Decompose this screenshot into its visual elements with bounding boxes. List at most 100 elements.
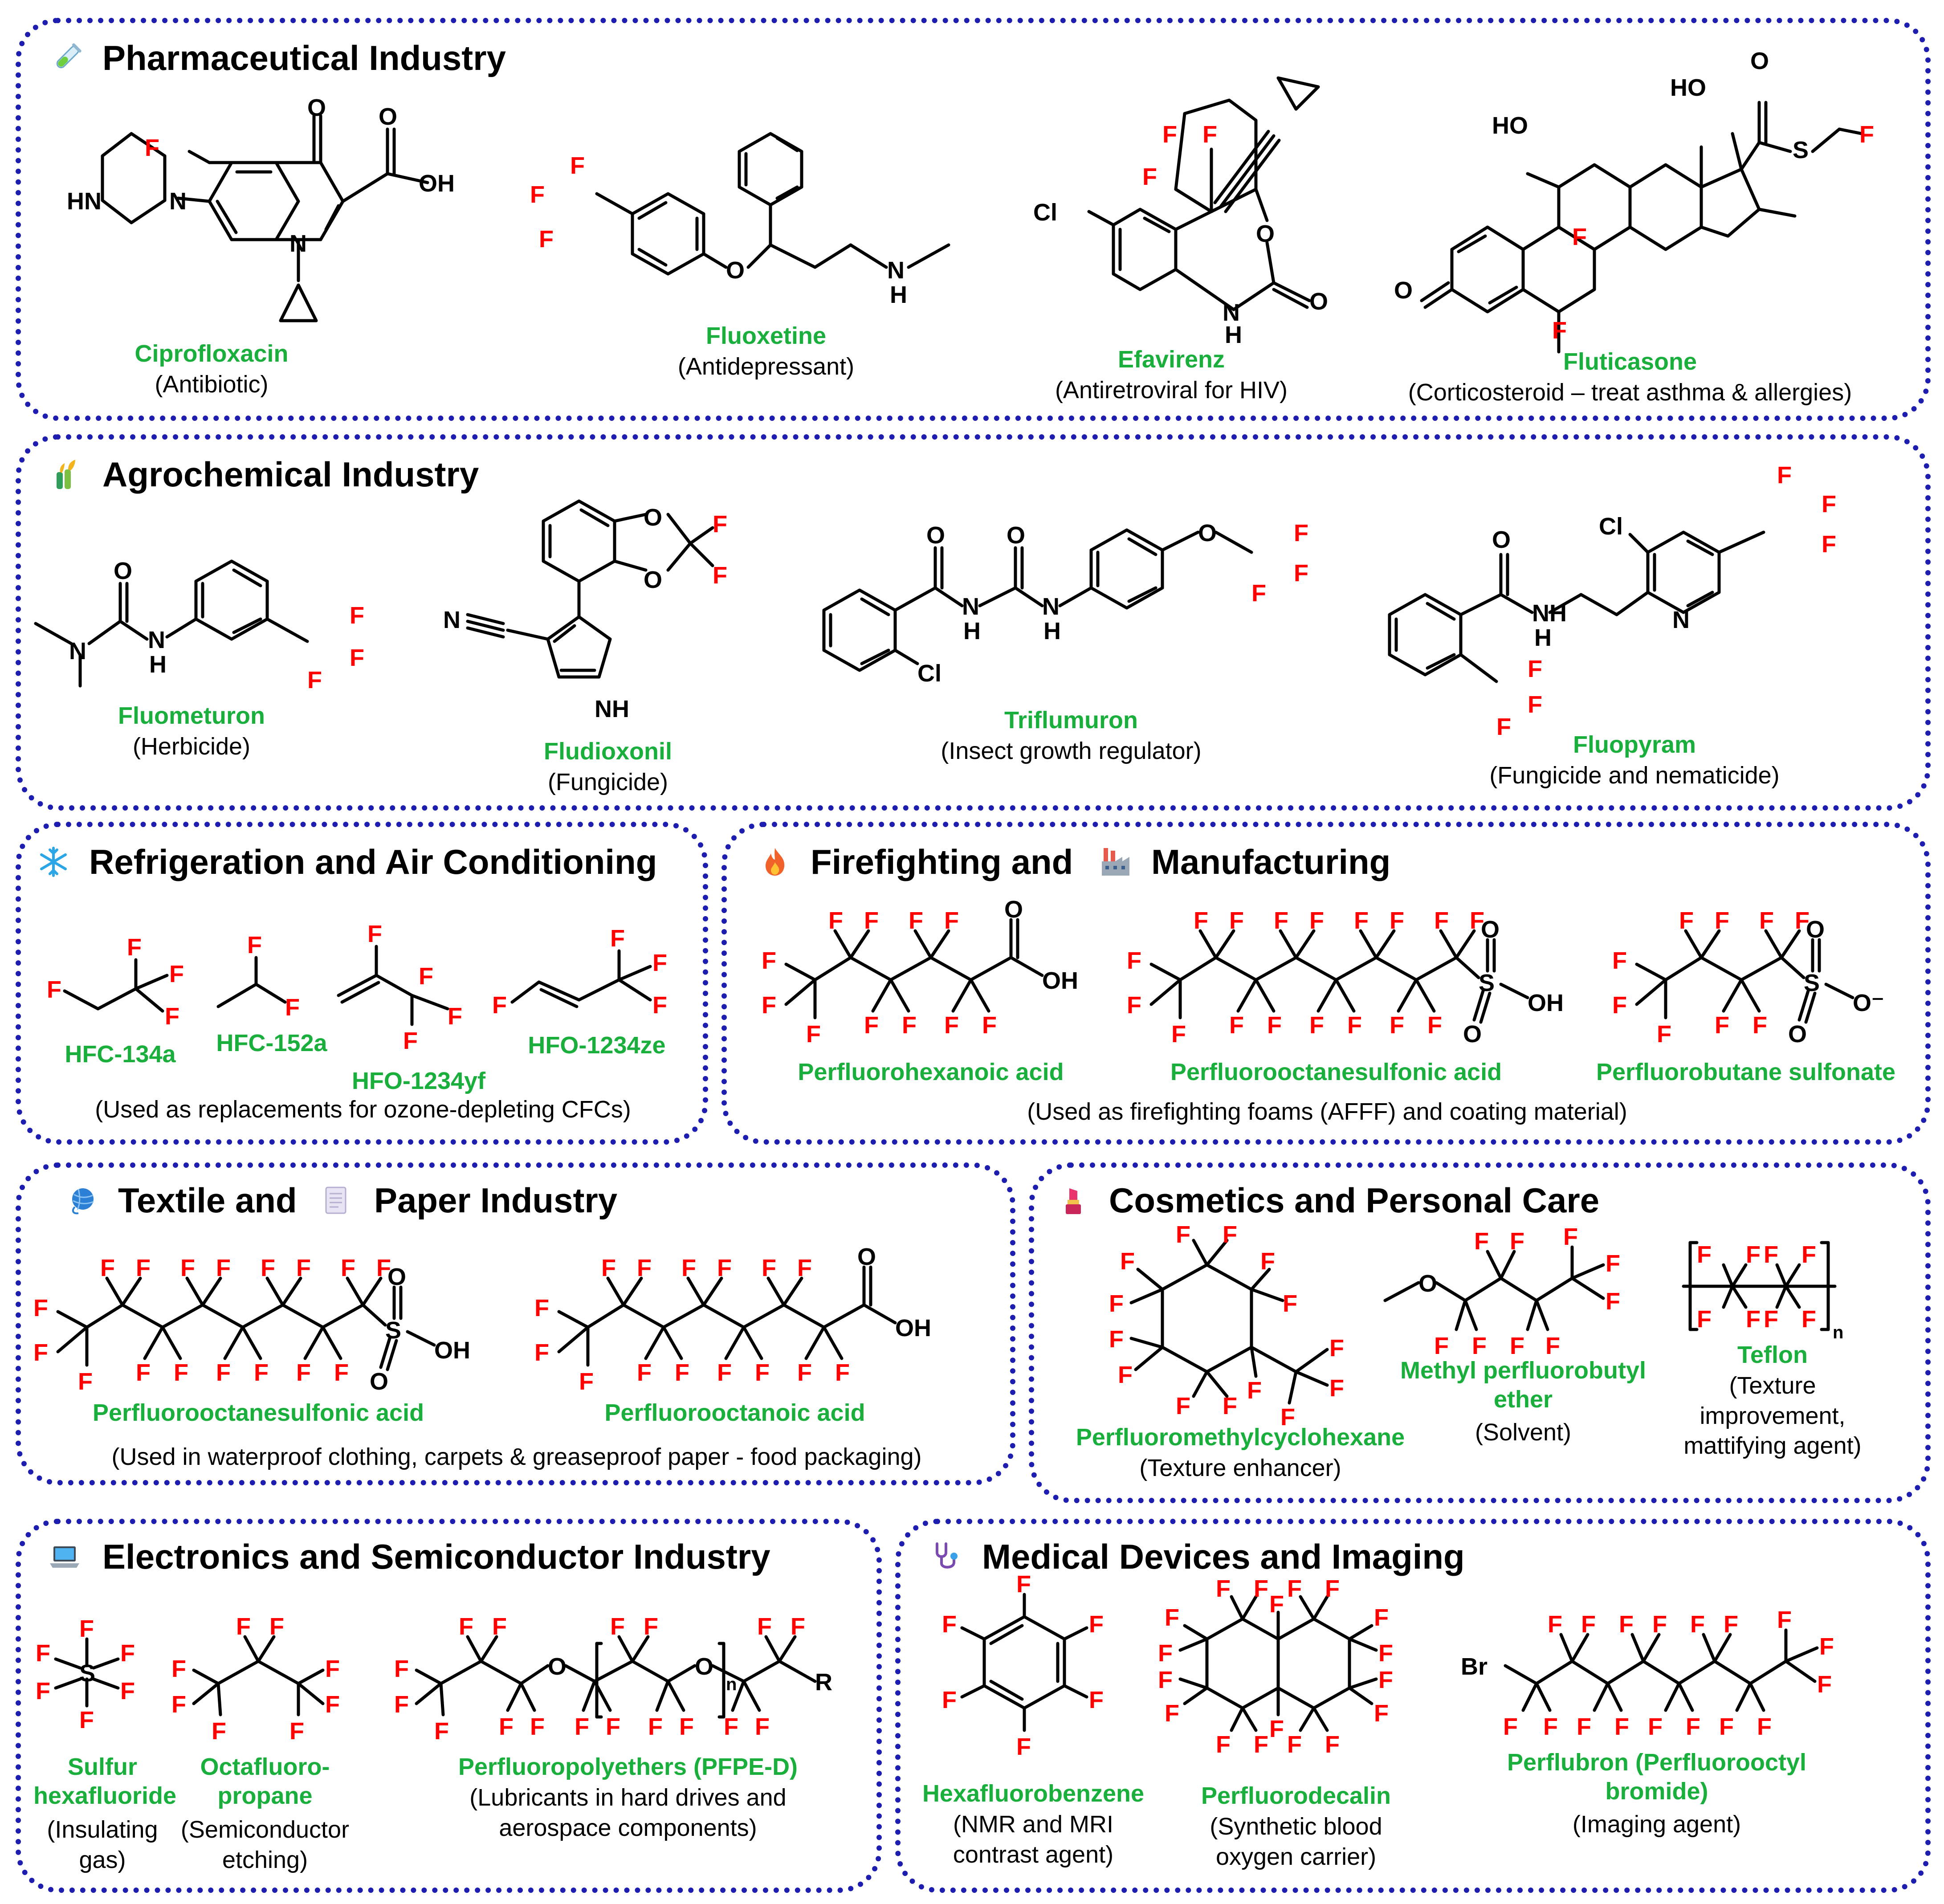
svg-text:F: F — [1563, 1223, 1578, 1250]
svg-text:F: F — [1528, 691, 1542, 718]
svg-text:n: n — [726, 1675, 737, 1694]
svg-text:O: O — [644, 567, 662, 593]
molecule-hfc-152a: F F — [209, 917, 325, 1024]
fire-icon — [766, 848, 785, 876]
svg-text:F: F — [1822, 491, 1836, 518]
svg-text:O: O — [857, 1244, 876, 1270]
svg-text:F: F — [499, 1713, 514, 1740]
panel-title: Pharmaceutical Industry — [102, 38, 506, 77]
svg-text:F: F — [1374, 1604, 1389, 1631]
svg-text:F: F — [145, 135, 159, 161]
svg-text:F: F — [1374, 1700, 1389, 1727]
svg-text:OH: OH — [1528, 990, 1564, 1016]
molecule-hfc-134a: F F F F — [47, 917, 198, 1051]
panel-title: Manufacturing — [1151, 842, 1391, 881]
svg-text:F: F — [1229, 907, 1244, 934]
svg-text:F: F — [1614, 1713, 1629, 1740]
svg-text:F: F — [762, 947, 776, 974]
svg-text:F: F — [492, 1613, 507, 1640]
svg-text:O: O — [1309, 288, 1328, 315]
svg-text:F: F — [1470, 907, 1484, 934]
svg-text:F: F — [1247, 1377, 1262, 1404]
svg-text:F: F — [539, 226, 554, 253]
compound-name: Efavirenz — [1117, 346, 1225, 373]
compound-name: HFC-134a — [65, 1041, 176, 1068]
svg-text:F: F — [1118, 1362, 1133, 1388]
svg-text:O: O — [1481, 916, 1500, 943]
svg-text:F: F — [307, 667, 322, 693]
panel-title: Paper Industry — [374, 1181, 618, 1220]
svg-text:O: O — [379, 103, 397, 130]
svg-text:F: F — [1612, 992, 1627, 1019]
svg-text:F: F — [216, 1255, 231, 1281]
svg-text:F: F — [717, 1359, 732, 1386]
compound-description: (Fungicide and nematicide) — [1489, 762, 1780, 789]
svg-text:O: O — [1492, 526, 1511, 553]
compound-name: Perfluoromethylcyclohexane — [1076, 1424, 1405, 1451]
panel-firefighting — [721, 822, 1931, 1145]
svg-text:S: S — [385, 1317, 401, 1344]
svg-text:OH: OH — [1042, 967, 1078, 994]
svg-text:F: F — [1859, 121, 1874, 148]
svg-text:F: F — [1162, 121, 1177, 148]
compound-name: Perfluorooctanoic acid — [604, 1399, 865, 1426]
svg-text:F: F — [1329, 1375, 1344, 1402]
svg-text:F: F — [1795, 907, 1810, 934]
panel-electronics — [16, 1519, 882, 1893]
svg-text:F: F — [1254, 1575, 1268, 1602]
svg-text:F: F — [637, 1255, 652, 1281]
svg-text:F: F — [403, 1027, 418, 1054]
compound-description: (Fungicide) — [547, 769, 668, 795]
svg-text:F: F — [79, 1615, 94, 1642]
svg-text:F: F — [1202, 121, 1217, 148]
molecule-efavirenz: F F F Cl O O N H — [1024, 42, 1345, 348]
svg-text:F: F — [1503, 1713, 1518, 1740]
svg-text:F: F — [637, 1359, 652, 1386]
compound-name: Perfluorooctanesulfonic acid — [92, 1399, 424, 1426]
svg-text:F: F — [350, 602, 364, 629]
svg-text:F: F — [394, 1655, 409, 1682]
svg-text:OH: OH — [419, 170, 455, 197]
svg-text:F: F — [1606, 1250, 1620, 1277]
svg-text:F: F — [1679, 907, 1694, 934]
molecule-hfo-1234ze: F F F F — [490, 917, 681, 1033]
svg-text:F: F — [1715, 907, 1729, 934]
compound-name: Perfluoropolyethers (PFPE-D) — [458, 1753, 798, 1780]
svg-text:F: F — [1216, 1575, 1231, 1602]
svg-text:F: F — [534, 1339, 549, 1366]
compound-name: Perfluorooctanesulfonic acid — [1170, 1059, 1502, 1085]
svg-text:F: F — [459, 1613, 473, 1640]
svg-text:F: F — [942, 1611, 957, 1638]
panel-cosmetics — [1029, 1162, 1931, 1503]
svg-text:F: F — [174, 1359, 188, 1386]
svg-text:F: F — [755, 1713, 770, 1740]
svg-text:O: O — [307, 94, 326, 121]
svg-text:HO: HO — [1492, 112, 1528, 139]
svg-text:F: F — [216, 1359, 231, 1386]
svg-text:F: F — [534, 1295, 549, 1321]
svg-text:F: F — [289, 1718, 304, 1745]
svg-text:F: F — [1434, 1333, 1449, 1359]
svg-text:F: F — [285, 994, 300, 1021]
svg-text:F: F — [1325, 1731, 1340, 1758]
svg-text:F: F — [679, 1713, 694, 1740]
svg-text:O: O — [370, 1368, 388, 1395]
test-tube-icon — [56, 43, 82, 69]
svg-text:F: F — [1347, 1012, 1362, 1039]
svg-text:F: F — [1309, 907, 1324, 934]
svg-text:F: F — [325, 1691, 340, 1718]
svg-text:F: F — [492, 992, 507, 1019]
svg-text:F: F — [1171, 1021, 1186, 1048]
svg-text:F: F — [828, 907, 843, 934]
svg-text:F: F — [575, 1713, 589, 1740]
svg-text:F: F — [171, 1655, 186, 1682]
svg-text:O: O — [1418, 1270, 1437, 1297]
svg-text:F: F — [864, 907, 879, 934]
svg-text:F: F — [757, 1613, 772, 1640]
yarn-icon — [72, 1188, 94, 1215]
svg-text:F: F — [1158, 1640, 1173, 1667]
svg-text:O: O — [1004, 896, 1023, 923]
